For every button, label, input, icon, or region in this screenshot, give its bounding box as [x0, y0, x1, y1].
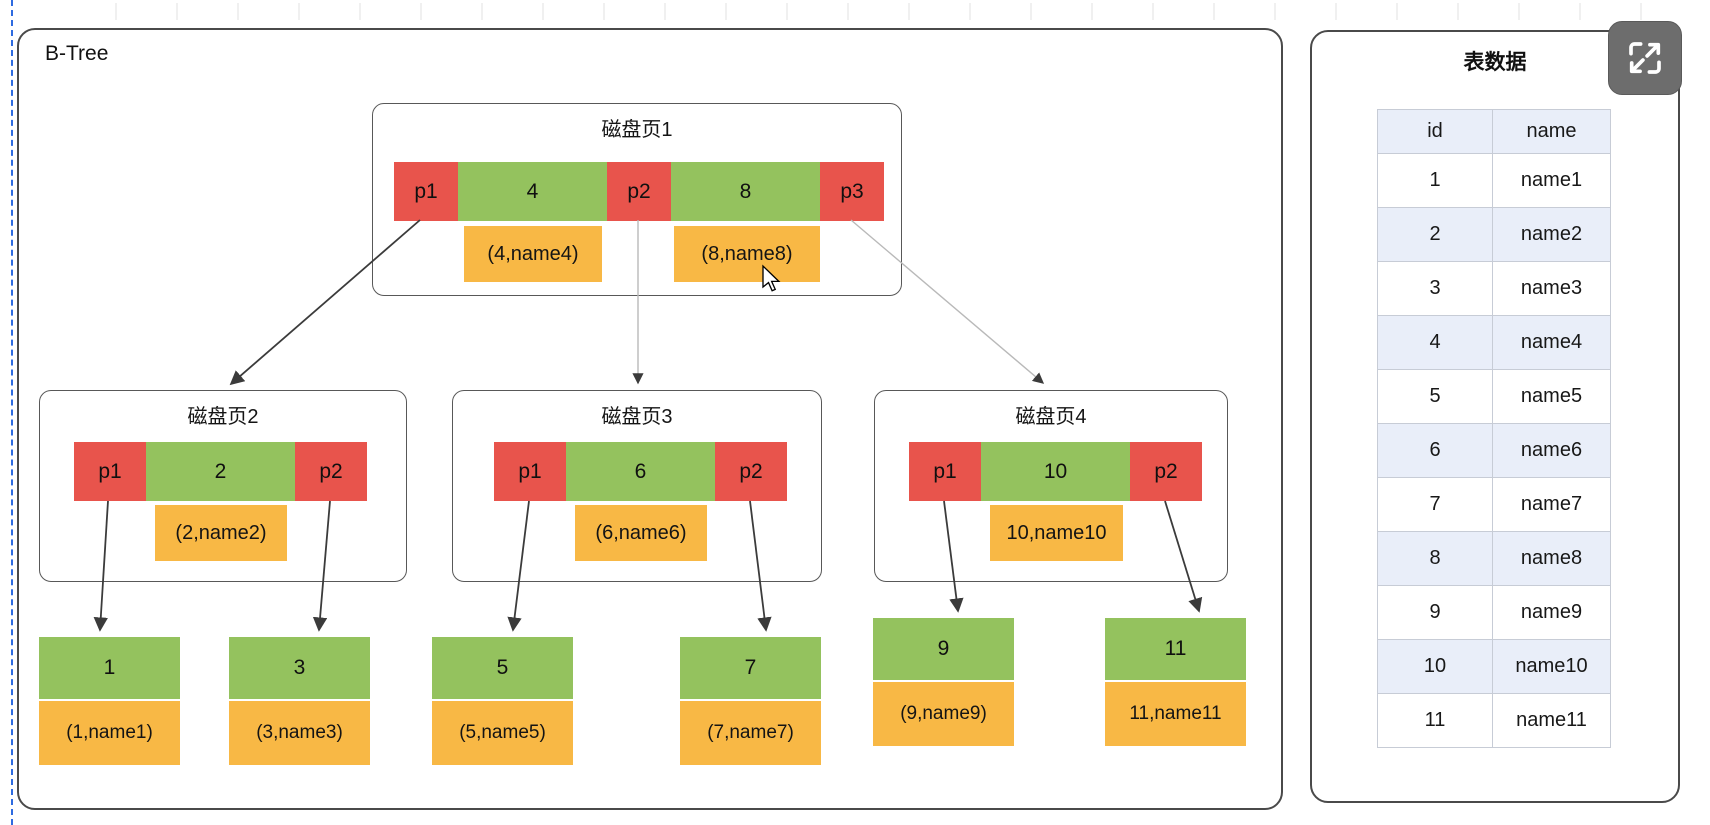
- cell-id: 9: [1377, 585, 1493, 640]
- column-header-id: id: [1377, 109, 1493, 154]
- record-chip[interactable]: (8,name8): [674, 226, 820, 282]
- cell-id: 8: [1377, 531, 1493, 586]
- disk-page-title: 磁盘页1: [601, 119, 673, 141]
- pointer-cell-p1[interactable]: p1: [909, 442, 981, 501]
- record-chip[interactable]: (4,name4): [464, 226, 602, 282]
- btree-panel-title: B-Tree: [45, 42, 109, 65]
- table-row: 2 name2: [1377, 207, 1611, 262]
- leaf-node-3[interactable]: 3 (3,name3): [229, 637, 370, 765]
- cell-id: 6: [1377, 423, 1493, 478]
- leaf-record: (3,name3): [229, 701, 370, 765]
- cell-id: 5: [1377, 369, 1493, 424]
- table-row: 11 name11: [1377, 693, 1611, 748]
- record-chip[interactable]: (6,name6): [575, 505, 707, 561]
- cell-name: name9: [1492, 585, 1611, 640]
- canvas-guide-dashed-line: [11, 0, 13, 825]
- disk-page-title: 磁盘页2: [187, 406, 259, 428]
- leaf-node-1[interactable]: 1 (1,name1): [39, 637, 180, 765]
- pointer-cell-p2[interactable]: p2: [715, 442, 787, 501]
- key-cell-8[interactable]: 8: [671, 162, 820, 221]
- pointer-cell-p3[interactable]: p3: [820, 162, 884, 221]
- cell-id: 7: [1377, 477, 1493, 532]
- disk-page-title: 磁盘页3: [601, 406, 673, 428]
- pointer-cell-p1[interactable]: p1: [74, 442, 146, 501]
- pointer-cell-p2[interactable]: p2: [607, 162, 671, 221]
- table-header-row: id name: [1377, 109, 1611, 154]
- cell-name: name10: [1492, 639, 1611, 694]
- cell-id: 4: [1377, 315, 1493, 370]
- leaf-node-7[interactable]: 7 (7,name7): [680, 637, 821, 765]
- key-cell-4[interactable]: 4: [458, 162, 607, 221]
- table-row: 4 name4: [1377, 315, 1611, 370]
- leaf-node-9[interactable]: 9 (9,name9): [873, 618, 1014, 746]
- disk-page-2[interactable]: 磁盘页2 p1 2 p2 (2,name2): [39, 390, 407, 582]
- table-row: 7 name7: [1377, 477, 1611, 532]
- cell-id: 1: [1377, 153, 1493, 208]
- leaf-key: 11: [1105, 618, 1246, 680]
- cell-name: name2: [1492, 207, 1611, 262]
- leaf-node-11[interactable]: 11 11,name11: [1105, 618, 1246, 746]
- data-table: id name 1 name1 2 name2 3 name3 4 name 4 …: [1377, 109, 1611, 748]
- cell-name: name11: [1492, 693, 1611, 748]
- pointer-cell-p2[interactable]: p2: [1130, 442, 1202, 501]
- leaf-key: 7: [680, 637, 821, 699]
- table-row: 8 name8: [1377, 531, 1611, 586]
- expand-icon: [1624, 37, 1666, 79]
- cell-name: name4: [1492, 315, 1611, 370]
- table-row: 9 name9: [1377, 585, 1611, 640]
- leaf-record: (1,name1): [39, 701, 180, 765]
- cell-name: name7: [1492, 477, 1611, 532]
- cell-id: 3: [1377, 261, 1493, 316]
- disk-page-title: 磁盘页4: [1015, 406, 1087, 428]
- leaf-record: (9,name9): [873, 682, 1014, 746]
- key-cell-2[interactable]: 2: [146, 442, 295, 501]
- expand-button[interactable]: [1608, 21, 1682, 95]
- record-chip[interactable]: 10,name10: [990, 505, 1123, 561]
- leaf-key: 1: [39, 637, 180, 699]
- pointer-cell-p2[interactable]: p2: [295, 442, 367, 501]
- table-panel-title: 表数据: [1463, 51, 1527, 74]
- key-cell-6[interactable]: 6: [566, 442, 715, 501]
- leaf-record: (7,name7): [680, 701, 821, 765]
- cell-name: name1: [1492, 153, 1611, 208]
- disk-page-4[interactable]: 磁盘页4 p1 10 p2 10,name10: [874, 390, 1228, 582]
- cell-id: 10: [1377, 639, 1493, 694]
- record-chip[interactable]: (2,name2): [155, 505, 287, 561]
- cell-name: name6: [1492, 423, 1611, 478]
- cell-id: 2: [1377, 207, 1493, 262]
- pointer-cell-p1[interactable]: p1: [394, 162, 458, 221]
- leaf-key: 3: [229, 637, 370, 699]
- table-data-panel[interactable]: 表数据 id name 1 name1 2 name2 3 name3 4 na…: [1310, 30, 1680, 803]
- leaf-record: 11,name11: [1105, 682, 1246, 746]
- table-row: 10 name10: [1377, 639, 1611, 694]
- table-row: 6 name6: [1377, 423, 1611, 478]
- key-cell-10[interactable]: 10: [981, 442, 1130, 501]
- cell-id: 11: [1377, 693, 1493, 748]
- table-row: 3 name3: [1377, 261, 1611, 316]
- disk-page-3[interactable]: 磁盘页3 p1 6 p2 (6,name6): [452, 390, 822, 582]
- pointer-cell-p1[interactable]: p1: [494, 442, 566, 501]
- table-row: 1 name1: [1377, 153, 1611, 208]
- top-ruler-ticks: [56, 3, 1656, 20]
- disk-page-1[interactable]: 磁盘页1 p1 4 p2 8 p3 (4,name4) (8,name8): [372, 103, 902, 296]
- leaf-record: (5,name5): [432, 701, 573, 765]
- leaf-key: 5: [432, 637, 573, 699]
- cell-name: name3: [1492, 261, 1611, 316]
- cell-name: name5: [1492, 369, 1611, 424]
- cell-name: name8: [1492, 531, 1611, 586]
- leaf-node-5[interactable]: 5 (5,name5): [432, 637, 573, 765]
- leaf-key: 9: [873, 618, 1014, 680]
- table-row: 5 name5: [1377, 369, 1611, 424]
- column-header-name: name: [1492, 109, 1611, 154]
